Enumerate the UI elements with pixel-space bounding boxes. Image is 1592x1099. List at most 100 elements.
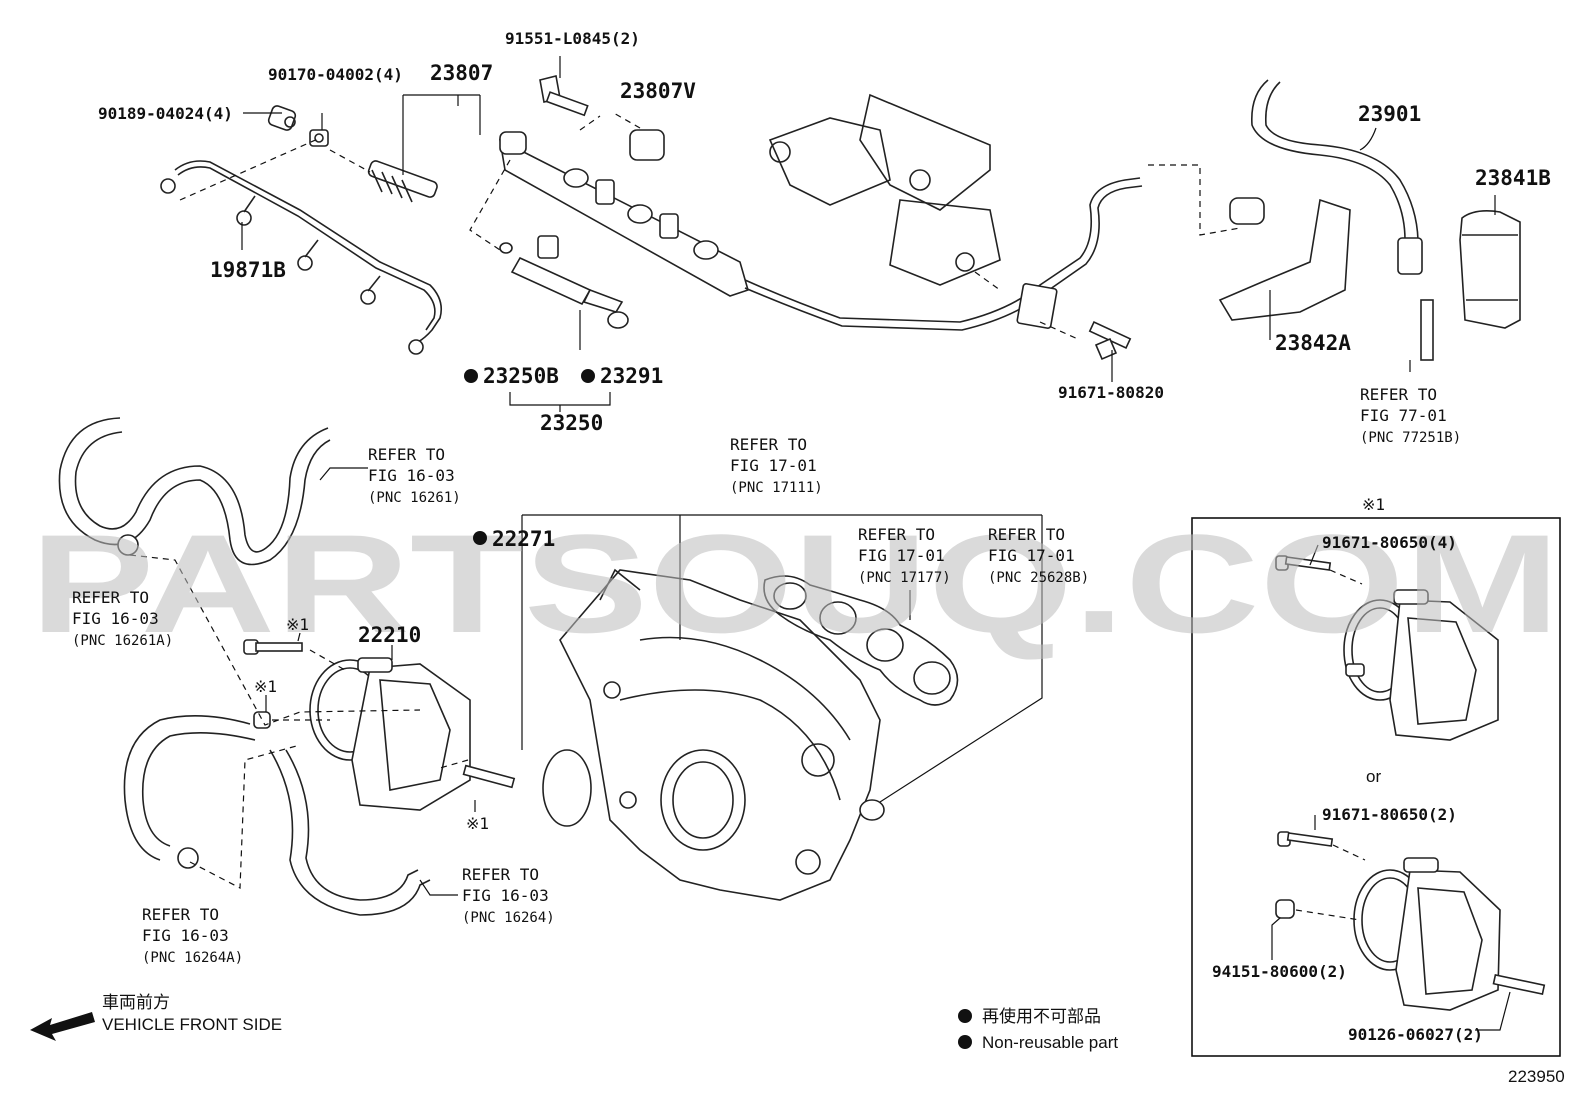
ref-line: FIG 16-03 — [368, 466, 455, 485]
ref-line: REFER TO — [1360, 385, 1437, 404]
vehicle-front-en: VEHICLE FRONT SIDE — [102, 1015, 282, 1034]
vehicle-front-jp: 車両前方 — [102, 993, 170, 1012]
non-reusable-jp: 再使用不可部品 — [982, 1006, 1101, 1026]
label-23842a[interactable]: 23842A — [1275, 331, 1351, 355]
label-23250b[interactable]: 23250B — [483, 364, 559, 388]
nut-90189-drawing — [267, 105, 297, 131]
sensor-23807-drawing — [367, 160, 438, 203]
bolt-91671-80820-drawing — [1088, 320, 1132, 361]
ref-line: (PNC 17177) — [858, 570, 951, 586]
ref-line: REFER TO — [142, 905, 219, 924]
intake-manifold-drawing — [559, 568, 881, 901]
intake-gasket-drawing — [763, 575, 959, 706]
nut-90170-drawing — [309, 129, 329, 147]
figure-number: 223950 — [1508, 1067, 1565, 1086]
non-reusable-dot-23291 — [581, 369, 595, 383]
inset-nut-drawing — [1275, 899, 1295, 919]
ref-line: (PNC 16264A) — [142, 950, 243, 966]
inset-leader-lines — [1271, 544, 1511, 1031]
note-mark-inset: ※1 — [1362, 495, 1385, 514]
label-23291[interactable]: 23291 — [600, 364, 663, 388]
label-94151-80600[interactable]: 94151-80600(2) — [1212, 962, 1347, 981]
fuel-line-drawing — [744, 177, 1141, 323]
ref-line: FIG 16-03 — [462, 886, 549, 905]
spacer-23807v-drawing — [629, 129, 665, 161]
ref-line: FIG 16-03 — [72, 609, 159, 628]
pipe-77-01-drawing — [1420, 299, 1434, 361]
label-22271[interactable]: 22271 — [492, 527, 555, 551]
bolt-91551-drawing — [539, 75, 589, 117]
label-91671-80820[interactable]: 91671-80820 — [1058, 383, 1164, 402]
stud-22210-drawing — [462, 764, 516, 789]
label-23841b[interactable]: 23841B — [1475, 166, 1551, 190]
ref-line: REFER TO — [858, 525, 935, 544]
ref-line: (PNC 17111) — [730, 480, 823, 496]
ref-line: REFER TO — [368, 445, 445, 464]
label-23901[interactable]: 23901 — [1358, 102, 1421, 126]
non-reusable-dot-23250b — [464, 369, 478, 383]
ref-line: FIG 17-01 — [858, 546, 945, 565]
ref-line: REFER TO — [988, 525, 1065, 544]
cover-23841b-drawing — [1459, 210, 1521, 329]
ref-line: FIG 77-01 — [1360, 406, 1447, 425]
ref-fig-16-03-16261a[interactable]: REFER TO FIG 16-03 (PNC 16261A) — [72, 588, 173, 649]
ref-line: REFER TO — [730, 435, 807, 454]
vehicle-front-arrow-icon — [30, 1012, 95, 1041]
ref-line: REFER TO — [462, 865, 539, 884]
ref-line: (PNC 16261) — [368, 490, 461, 506]
label-91671-80650-2[interactable]: 91671-80650(2) — [1322, 805, 1457, 824]
ref-line: (PNC 16261A) — [72, 633, 173, 649]
inset-throttle-body-1-drawing — [1343, 589, 1499, 741]
label-23250[interactable]: 23250 — [540, 411, 603, 435]
ref-fig-77-01[interactable]: REFER TO FIG 77-01 (PNC 77251B) — [1360, 385, 1461, 446]
inset-bolt-2-drawing — [1277, 831, 1334, 847]
watermark: PARTSOUQ.COM — [30, 505, 1560, 662]
label-19871b[interactable]: 19871B — [210, 258, 286, 282]
gasket-25628b-drawing — [859, 799, 885, 821]
top-leader-lines — [179, 56, 1496, 412]
ref-line: FIG 17-01 — [988, 546, 1075, 565]
ref-line: (PNC 25628B) — [988, 570, 1089, 586]
ref-line: REFER TO — [72, 588, 149, 607]
ref-fig-17-01-17111[interactable]: REFER TO FIG 17-01 (PNC 17111) — [730, 435, 823, 496]
ref-line: (PNC 77251B) — [1360, 430, 1461, 446]
label-23807[interactable]: 23807 — [430, 61, 493, 85]
note-mark-stud: ※1 — [466, 814, 489, 833]
label-91671-80650-4[interactable]: 91671-80650(4) — [1322, 533, 1457, 552]
ref-fig-17-01-25628b[interactable]: REFER TO FIG 17-01 (PNC 25628B) — [988, 525, 1089, 586]
note-mark-bolt: ※1 — [286, 615, 309, 634]
alternate-throttle-inset — [1191, 517, 1561, 1057]
inset-stud-drawing — [1492, 973, 1546, 996]
label-91551-l0845[interactable]: 91551-L0845(2) — [505, 29, 640, 48]
nut-22210-drawing — [253, 711, 271, 729]
engine-block-drawing — [768, 93, 1001, 286]
hose-23901-drawing — [1229, 79, 1423, 275]
bolt-22210-drawing — [243, 639, 303, 655]
or-text: or — [1366, 767, 1381, 786]
ref-line: FIG 17-01 — [730, 456, 817, 475]
ref-fig-16-03-16261[interactable]: REFER TO FIG 16-03 (PNC 16261) — [368, 445, 461, 506]
legend-dot-icon — [958, 1035, 972, 1049]
non-reusable-dot-22271 — [473, 531, 487, 545]
gasket-22271-drawing — [542, 749, 592, 827]
lower-leader-lines — [129, 467, 1043, 896]
label-90126-06027[interactable]: 90126-06027(2) — [1348, 1025, 1483, 1044]
fuel-delivery-pipe-drawing — [498, 131, 749, 297]
wire-harness-drawing — [160, 160, 443, 355]
note-mark-nut: ※1 — [254, 677, 277, 696]
ref-fig-16-03-16264[interactable]: REFER TO FIG 16-03 (PNC 16264) — [462, 865, 555, 926]
ref-fig-17-01-17177[interactable]: REFER TO FIG 17-01 (PNC 17177) — [858, 525, 951, 586]
legend-dot-icon — [958, 1009, 972, 1023]
label-23807v[interactable]: 23807V — [620, 79, 696, 103]
bracket-23842a-drawing — [1218, 198, 1351, 321]
label-90170-04002[interactable]: 90170-04002(4) — [268, 65, 403, 84]
throttle-body-22210-drawing — [309, 657, 471, 811]
inset-throttle-body-2-drawing — [1353, 857, 1501, 1011]
label-22210[interactable]: 22210 — [358, 623, 421, 647]
inset-bolt-1-drawing — [1275, 555, 1332, 571]
non-reusable-en: Non-reusable part — [982, 1033, 1118, 1052]
label-90189-04024[interactable]: 90189-04024(4) — [98, 104, 233, 123]
ref-line: (PNC 16264) — [462, 910, 555, 926]
ref-fig-16-03-16264a[interactable]: REFER TO FIG 16-03 (PNC 16264A) — [142, 905, 243, 966]
